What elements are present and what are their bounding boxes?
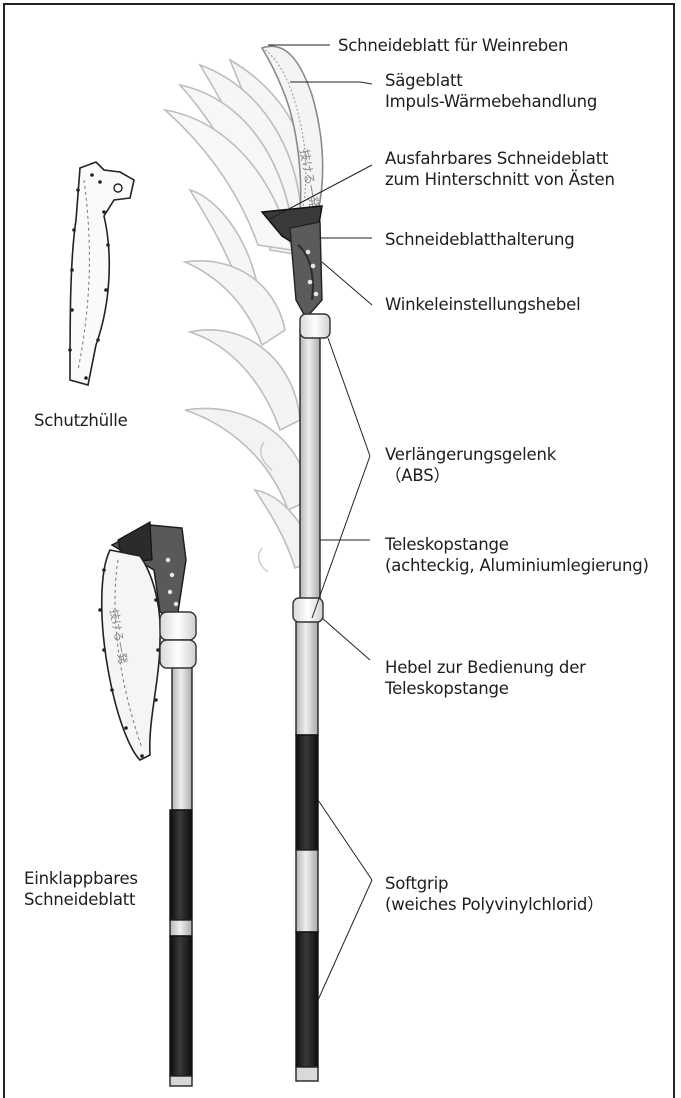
extension-joint-top — [300, 314, 330, 338]
softgrip-upper — [296, 735, 318, 850]
leader-angle-lever — [322, 262, 372, 305]
ghost-hook — [259, 548, 268, 572]
leader-grip-lower — [318, 880, 372, 1000]
label-blade-holder: Schneideblatthalterung — [385, 229, 574, 250]
telescopic-pole — [293, 314, 330, 1081]
leader-grip-upper — [318, 800, 372, 880]
label-extension-joint: Verlängerungsgelenk（ABS） — [385, 444, 556, 486]
leader-joint-top — [328, 338, 370, 456]
leader-joint-bottom — [312, 456, 370, 618]
label-angle-lever: Winkeleinstellungshebel — [385, 294, 580, 315]
ghost-blades — [165, 60, 315, 568]
sheath-illustration — [68, 162, 134, 385]
leader-pole-lever — [322, 618, 370, 660]
label-sheath: Schutzhülle — [34, 410, 128, 431]
label-softgrip: Softgrip(weiches Polyvinylchlorid） — [385, 873, 604, 915]
softgrip-lower — [296, 932, 318, 1067]
folded-saw-illustration: 技ける一発 — [98, 522, 196, 1086]
label-telescopic-pole: Teleskopstange(achteckig, Aluminiumlegie… — [385, 534, 649, 576]
extension-joint-lower — [293, 598, 323, 622]
label-vine-blade: Schneideblatt für Weinreben — [338, 35, 568, 56]
